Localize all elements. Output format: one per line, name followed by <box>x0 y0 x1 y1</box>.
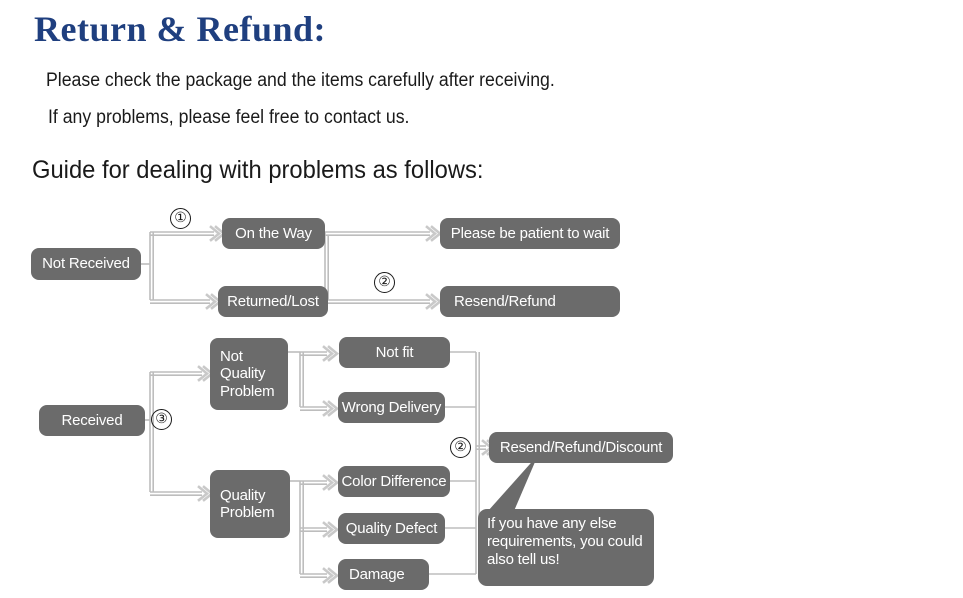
node-not-received[interactable]: Not Received <box>31 248 141 280</box>
node-resend-refund[interactable]: Resend/Refund <box>440 286 620 317</box>
step-marker-1: ① <box>170 208 191 229</box>
node-not-quality-problem[interactable]: Not Quality Problem <box>210 338 288 410</box>
callout-bubble: If you have any else requirements, you c… <box>478 509 654 586</box>
node-damage[interactable]: Damage <box>338 559 429 590</box>
step-marker-2-bottom: ② <box>450 437 471 458</box>
node-returned-lost[interactable]: Returned/Lost <box>218 286 328 317</box>
page-title: Return & Refund: <box>34 9 326 49</box>
node-resend-refund-discount[interactable]: Resend/Refund/Discount <box>489 432 673 463</box>
guide-heading: Guide for dealing with problems as follo… <box>32 156 484 184</box>
node-wrong-delivery[interactable]: Wrong Delivery <box>338 392 445 423</box>
node-received[interactable]: Received <box>39 405 145 436</box>
node-please-be-patient[interactable]: Please be patient to wait <box>440 218 620 249</box>
step-marker-2-top: ② <box>374 272 395 293</box>
node-color-difference[interactable]: Color Difference <box>338 466 450 497</box>
step-marker-3: ③ <box>151 409 172 430</box>
callout-tail <box>488 455 538 511</box>
node-quality-defect[interactable]: Quality Defect <box>338 513 445 544</box>
intro-line-2: If any problems, please feel free to con… <box>48 107 410 128</box>
node-quality-problem[interactable]: Quality Problem <box>210 470 290 538</box>
node-not-fit[interactable]: Not fit <box>339 337 450 368</box>
node-on-the-way[interactable]: On the Way <box>222 218 325 249</box>
intro-line-1: Please check the package and the items c… <box>46 70 555 91</box>
